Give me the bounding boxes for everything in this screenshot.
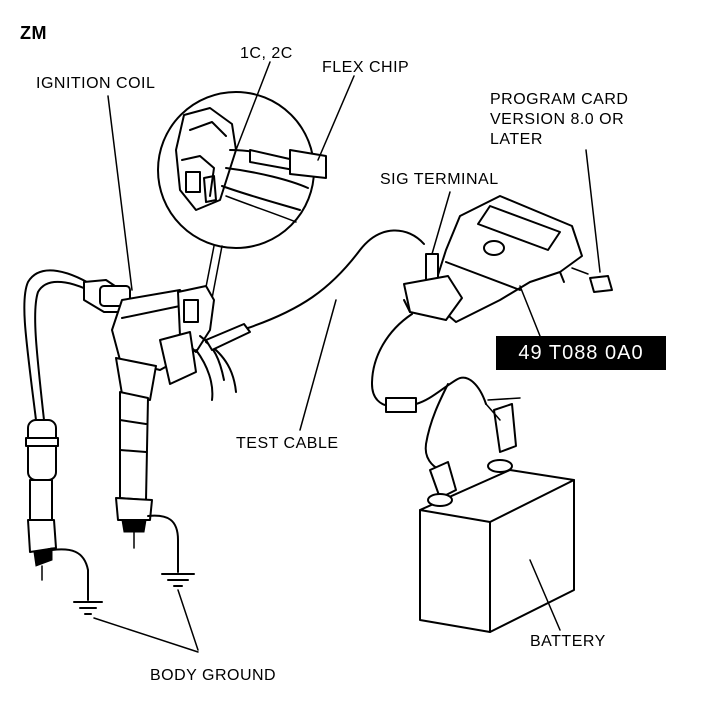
tool-code-badge: 49 T088 0A0 [496,336,666,370]
ground-wiring [51,514,199,653]
tester-unit [403,149,613,337]
sig-terminal-label: SIG TERMINAL [380,171,499,188]
terminals-label: 1C, 2C [240,45,293,62]
ignition-coil-label: IGNITION COIL [36,75,156,92]
test-cable [205,229,425,431]
magnified-inset [157,61,355,331]
ignition-coil-leader [107,95,133,291]
left-plug-cable [23,269,107,581]
program-card-later-label: LATER [490,131,543,148]
ignition-coil [83,279,237,549]
battery-box [419,459,575,633]
battery-leads [371,313,521,499]
body-ground-label: BODY GROUND [150,667,277,684]
test-cable-label: TEST CABLE [236,435,339,452]
program-card-label: PROGRAM CARD [490,91,629,108]
program-card-version-label: VERSION 8.0 OR [490,111,625,128]
flex-chip-label: FLEX CHIP [322,59,410,76]
model-label: ZM [20,23,47,43]
battery-label: BATTERY [530,633,606,650]
